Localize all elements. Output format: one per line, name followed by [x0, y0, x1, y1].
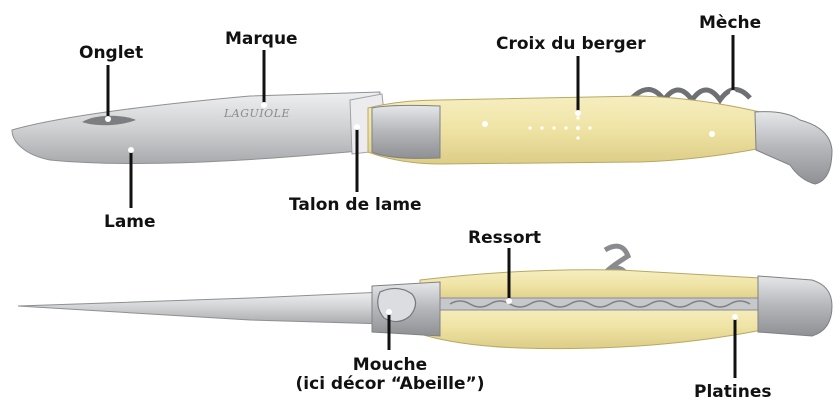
- label-lame: Lame: [104, 213, 156, 232]
- rivet: [709, 131, 715, 137]
- top-knife: LAGUIOLE: [12, 89, 832, 184]
- label-meche: Mèche: [699, 14, 761, 33]
- label-marque: Marque: [225, 30, 298, 49]
- blade-bottom: [18, 292, 385, 324]
- rear-bolster-bottom: [758, 276, 832, 336]
- bottom-knife: [18, 246, 832, 348]
- spring-ressort: [440, 298, 760, 310]
- label-mouche-line1: Mouche: [290, 356, 490, 375]
- label-talon-de-lame: Talon de lame: [289, 196, 422, 215]
- bolster: [372, 105, 440, 158]
- mouche-decor: [378, 288, 416, 321]
- blade-engraving: LAGUIOLE: [223, 107, 290, 120]
- rear-bolster: [755, 112, 832, 184]
- label-platines: Platines: [694, 383, 771, 402]
- handle-bottom-lower: [420, 306, 762, 349]
- blade: [12, 92, 380, 163]
- label-mouche-line2: (ici décor “Abeille”): [290, 375, 490, 394]
- label-mouche: Mouche (ici décor “Abeille”): [290, 356, 490, 394]
- label-croix-du-berger: Croix du berger: [496, 35, 646, 54]
- label-ressort: Ressort: [468, 229, 541, 248]
- handle-bottom-upper: [420, 270, 760, 302]
- label-onglet: Onglet: [79, 44, 143, 63]
- rivet: [482, 121, 488, 127]
